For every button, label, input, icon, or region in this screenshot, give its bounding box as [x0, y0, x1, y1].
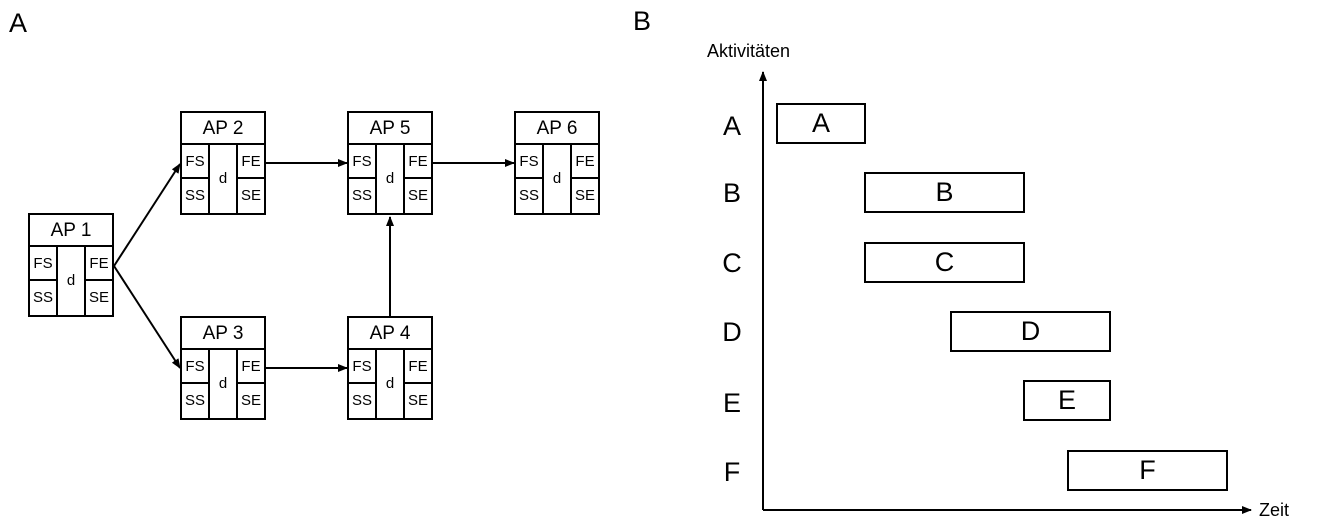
- node-title: AP 6: [516, 113, 598, 145]
- cell-fe: FE: [86, 247, 112, 281]
- row-label-c: C: [722, 248, 742, 278]
- x-axis-label: Zeit: [1259, 500, 1290, 520]
- node-ap4: AP 4 FS SS d FE SE: [347, 316, 433, 420]
- row-label-b: B: [722, 178, 741, 208]
- node-title: AP 1: [30, 215, 112, 247]
- edge-ap1-ap2: [113, 163, 181, 267]
- panel-letter-a: A: [9, 8, 28, 38]
- cell-fs: FS: [182, 350, 208, 384]
- node-title: AP 4: [349, 318, 431, 350]
- edge-ap1-ap3: [113, 265, 181, 369]
- bar-f: F: [1067, 450, 1228, 491]
- cell-d: d: [208, 145, 238, 213]
- cell-se: SE: [574, 187, 595, 204]
- cell-fe: FE: [238, 350, 264, 384]
- cell-se: SE: [407, 392, 428, 409]
- cell-se: SE: [88, 289, 109, 306]
- cell-ss: SS: [32, 289, 53, 306]
- bar-d: D: [950, 311, 1111, 352]
- row-label-e: E: [722, 388, 741, 418]
- node-title: AP 2: [182, 113, 264, 145]
- bar-a: A: [776, 103, 866, 144]
- cell-ss: SS: [351, 187, 372, 204]
- cell-d: d: [208, 350, 238, 418]
- node-ap1: AP 1 FS SS d FE SE: [28, 213, 114, 317]
- cell-fs: FS: [349, 145, 375, 179]
- cell-ss: SS: [351, 392, 372, 409]
- cell-se: SE: [407, 187, 428, 204]
- cell-fe: FE: [572, 145, 598, 179]
- cell-fe: FE: [405, 350, 431, 384]
- bar-b: B: [864, 172, 1025, 213]
- cell-ss: SS: [184, 392, 205, 409]
- cell-ss: SS: [184, 187, 205, 204]
- row-label-f: F: [723, 457, 741, 487]
- row-label-a: A: [722, 111, 741, 141]
- node-ap3: AP 3 FS SS d FE SE: [180, 316, 266, 420]
- cell-d: d: [375, 350, 405, 418]
- cell-se: SE: [240, 187, 261, 204]
- cell-d: d: [542, 145, 572, 213]
- panel-letter-b: B: [633, 6, 652, 36]
- cell-fe: FE: [405, 145, 431, 179]
- row-label-d: D: [722, 317, 742, 347]
- bar-e: E: [1023, 380, 1111, 421]
- node-ap6: AP 6 FS SS d FE SE: [514, 111, 600, 215]
- y-axis-label: Aktivitäten: [707, 41, 791, 61]
- cell-fs: FS: [30, 247, 56, 281]
- cell-fs: FS: [516, 145, 542, 179]
- cell-fs: FS: [182, 145, 208, 179]
- cell-d: d: [375, 145, 405, 213]
- cell-fs: FS: [349, 350, 375, 384]
- node-title: AP 3: [182, 318, 264, 350]
- node-title: AP 5: [349, 113, 431, 145]
- cell-se: SE: [240, 392, 261, 409]
- bar-c: C: [864, 242, 1025, 283]
- node-ap2: AP 2 FS SS d FE SE: [180, 111, 266, 215]
- cell-ss: SS: [518, 187, 539, 204]
- node-ap5: AP 5 FS SS d FE SE: [347, 111, 433, 215]
- cell-d: d: [56, 247, 86, 315]
- cell-fe: FE: [238, 145, 264, 179]
